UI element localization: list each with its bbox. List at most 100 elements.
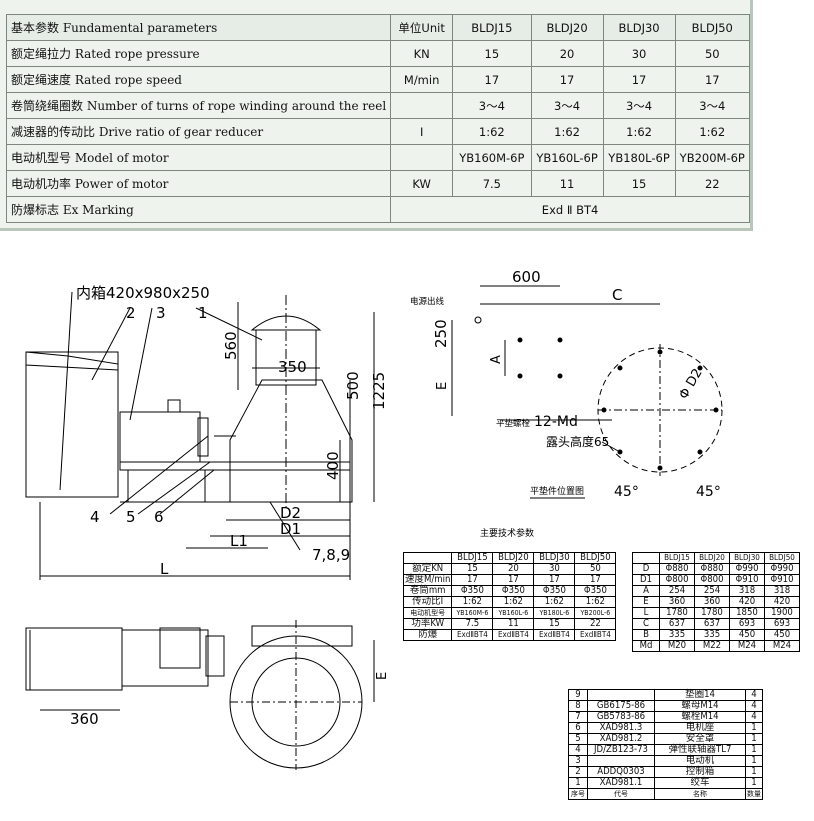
angle-left: 45°: [614, 484, 639, 500]
spec-header-model-1: BLDJ15: [452, 14, 532, 41]
table-cell: 电动机: [654, 755, 746, 767]
spec-cell: 17: [530, 66, 604, 93]
spec-header-param: 基本参数 Fundamental parameters: [5, 14, 392, 41]
table-cell: YB160M-6: [451, 607, 494, 619]
table-row: C 637 637 693 693: [632, 618, 800, 630]
spec-row-label: 额定绳速度 Rated rope speed: [5, 66, 392, 93]
leader-2: [91, 307, 131, 381]
dim-a: A: [489, 355, 504, 364]
table-cell: 15: [451, 563, 494, 575]
motor-bolt-hole: [517, 373, 523, 379]
table-cell: 318: [729, 585, 765, 597]
spec-cell: 17: [452, 66, 532, 93]
table-row: 5 XAD981.2 安全罩 1: [568, 733, 763, 745]
table-cell: Φ350: [451, 585, 494, 597]
dim-500: 500: [344, 371, 362, 400]
leader-box: [59, 291, 73, 491]
spec-panel: 基本参数 Fundamental parameters 单位Unit BLDJ1…: [0, 0, 753, 231]
spec-cell: 3～4: [674, 92, 751, 119]
winch-drawing: 内箱420x980x250 2 3 1 4 5 6 7,8,9 350 560 …: [25, 268, 723, 770]
table-cell: 17: [533, 574, 576, 586]
table-cell: 8: [568, 700, 588, 712]
table-cell: Φ990: [764, 563, 800, 575]
table-cell: 17: [492, 574, 535, 586]
spec-cell: 15: [452, 40, 532, 67]
table-cell: 420: [764, 596, 800, 608]
table-cell: Φ350: [533, 585, 576, 597]
table-cell: 序号: [568, 788, 588, 800]
main-params-title: 主要技术参数: [480, 527, 534, 539]
table-cell: 控制箱: [654, 766, 746, 778]
table-cell: 20: [492, 563, 535, 575]
spec-cell: 3～4: [530, 92, 604, 119]
table-cell: M20: [659, 640, 695, 652]
table-cell: 420: [729, 596, 765, 608]
table-row: BLDJ15 BLDJ20 BLDJ30 BLDJ50: [632, 552, 800, 564]
foundation-plan-view: [451, 285, 723, 499]
bottom-plan-view: [25, 620, 375, 770]
table-cell: Md: [632, 640, 660, 652]
table-row: 功率KW 7.5 11 15 22: [402, 618, 617, 630]
table-cell: 1: [745, 733, 763, 745]
table-cell: 1: [745, 755, 763, 767]
capstan-housing: [229, 379, 353, 503]
table-cell: BLDJ50: [574, 552, 617, 564]
table-row: 2 ADDQ0303 控制箱 1: [568, 766, 763, 778]
leader-6: [159, 469, 215, 515]
table-cell: 1780: [694, 607, 730, 619]
table-cell: 绞车: [654, 777, 746, 789]
table-cell: 1:62: [533, 596, 576, 608]
table-row: D Φ880 Φ880 Φ990 Φ990: [632, 563, 800, 575]
table-cell: BLDJ30: [729, 552, 765, 564]
table-cell: 450: [764, 629, 800, 641]
table-cell: 4: [745, 689, 763, 701]
motor-bolt-hole: [517, 337, 523, 343]
table-row: 传动比I 1:62 1:62 1:62 1:62: [402, 596, 617, 608]
dim-400: 400: [324, 451, 342, 480]
table-cell: 额定KN: [402, 563, 453, 575]
spec-cell: 20: [530, 40, 604, 67]
bolt-hole: [697, 365, 703, 371]
table-cell: D1: [632, 574, 660, 586]
spec-cell: YB160M-6P: [452, 144, 532, 171]
spec-cell: 30: [602, 40, 676, 67]
spec-cell: 7.5: [452, 170, 532, 197]
spec-row: 额定绳拉力 Rated rope pressure KN 15 20 30 50: [5, 40, 751, 67]
part-number-789: 7,8,9: [312, 546, 350, 564]
table-cell: Φ880: [694, 563, 730, 575]
spec-cell: 17: [602, 66, 676, 93]
table-row: 7 GB5783-86 螺栓M14 4: [568, 711, 763, 723]
table-cell: BLDJ30: [533, 552, 576, 564]
base-frame: [119, 461, 351, 471]
table-row: 6 XAD981.3 电机座 1: [568, 722, 763, 734]
leader-1: [195, 307, 263, 341]
spec-row-label: 卷筒绕绳圈数 Number of turns of rope winding a…: [5, 92, 392, 119]
bolt-hole: [697, 449, 703, 455]
table-cell: 4: [568, 744, 588, 756]
table-cell: 螺栓M14: [654, 711, 746, 723]
spec-cell: YB160L-6P: [530, 144, 604, 171]
table-cell: 30: [533, 563, 576, 575]
leader-emerge: [601, 441, 621, 453]
table-row: BLDJ15 BLDJ20 BLDJ30 BLDJ50: [402, 552, 617, 564]
table-cell: 17: [451, 574, 494, 586]
table-cell: 电机座: [654, 722, 746, 734]
spec-row-label: 减速器的传动比 Drive ratio of gear reducer: [5, 118, 392, 145]
spec-cell: 17: [674, 66, 751, 93]
table-cell: 7.5: [451, 618, 494, 630]
table-cell: 318: [764, 585, 800, 597]
spec-header-model-2: BLDJ20: [530, 14, 604, 41]
dimensions-table: BLDJ15 BLDJ20 BLDJ30 BLDJ50 D Φ880 Φ880 …: [632, 552, 800, 652]
coupling-plan: [205, 635, 225, 677]
table-cell: 15: [533, 618, 576, 630]
table-cell: M22: [694, 640, 730, 652]
spec-cell: 3～4: [452, 92, 532, 119]
table-cell: E: [632, 596, 660, 608]
spec-row: 电动机功率 Power of motor KW 7.5 11 15 22: [5, 170, 751, 197]
spec-row: 卷筒绕绳圈数 Number of turns of rope winding a…: [5, 92, 751, 119]
table-row: L 1780 1780 1850 1900: [632, 607, 800, 619]
spec-row-unit: KN: [390, 40, 454, 67]
table-row: E 360 360 420 420: [632, 596, 800, 608]
part-number: 2: [126, 304, 136, 322]
table-cell: 1:62: [451, 596, 494, 608]
